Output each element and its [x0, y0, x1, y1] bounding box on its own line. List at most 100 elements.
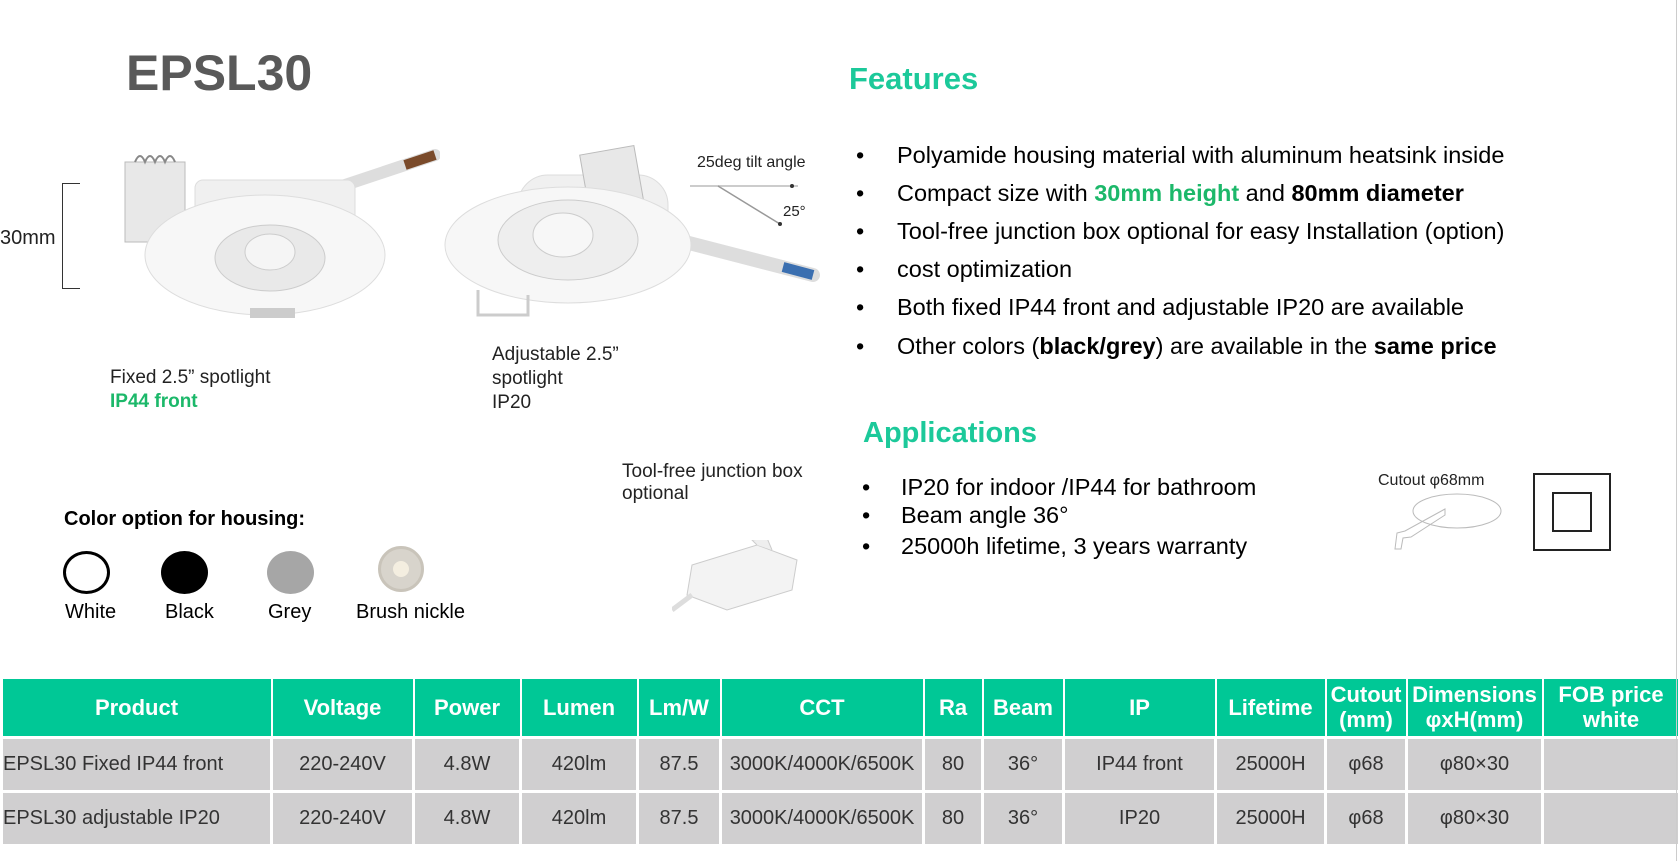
feature-text: Both fixed IP44 front and adjustable IP2…	[897, 294, 1464, 320]
color-swatch-black	[161, 551, 208, 594]
application-item: •IP20 for indoor /IP44 for bathroom	[862, 474, 1257, 500]
table-cell: EPSL30 adjustable IP20	[0, 789, 273, 847]
column-header: Ra	[922, 677, 984, 738]
table-cell: 25000H	[1214, 735, 1327, 793]
table-cell	[1541, 789, 1678, 847]
table-cell: 420lm	[519, 735, 639, 793]
table-cell: φ80×30	[1405, 735, 1544, 793]
feature-item: •Polyamide housing material with aluminu…	[856, 142, 1505, 168]
feature-text: Other colors (	[897, 333, 1040, 359]
color-label: Brush nickle	[356, 601, 465, 623]
column-header: Cutout (mm)	[1324, 677, 1408, 738]
column-header: Dimensions φxH(mm)	[1405, 677, 1544, 738]
table-cell: 36°	[981, 789, 1065, 847]
color-options-heading: Color option for housing:	[64, 508, 306, 530]
table-cell: IP20	[1062, 789, 1217, 847]
table-cell: 80	[922, 735, 984, 793]
feature-item: •cost optimization	[856, 256, 1073, 282]
color-swatch-white	[63, 551, 110, 594]
table-cell: 220-240V	[270, 735, 415, 793]
application-text: Beam angle 36°	[901, 502, 1069, 528]
feature-item: •Compact size with 30mm height and 80mm …	[856, 180, 1464, 206]
adjustable-caption-line: Adjustable 2.5”	[492, 344, 619, 365]
junction-box-image	[672, 540, 798, 612]
table-cell: 80	[922, 789, 984, 847]
feature-highlight: black/grey	[1039, 333, 1156, 359]
column-header: Product	[0, 677, 273, 738]
product-title: EPSL30	[126, 45, 313, 101]
color-label: White	[65, 601, 117, 623]
column-header: Voltage	[270, 677, 415, 738]
color-label: Black	[165, 601, 214, 623]
table-cell: 36°	[981, 735, 1065, 793]
height-label: 30mm	[0, 227, 56, 249]
feature-text: Polyamide housing material with aluminum…	[897, 142, 1505, 168]
feature-text: cost optimization	[897, 256, 1073, 282]
tilt-angle-label: 25deg tilt angle	[697, 154, 806, 171]
application-text: IP20 for indoor /IP44 for bathroom	[901, 474, 1257, 500]
table-cell: 87.5	[636, 735, 722, 793]
feature-highlight: 80mm diameter	[1291, 180, 1464, 206]
junction-caption-line: Tool-free junction box	[622, 461, 803, 482]
application-item: •Beam angle 36°	[862, 502, 1069, 528]
table-cell: 3000K/4000K/6500K	[719, 735, 925, 793]
feature-text: Compact size with	[897, 180, 1095, 206]
adjustable-spotlight-image	[444, 144, 820, 317]
application-text: 25000h lifetime, 3 years warranty	[901, 533, 1248, 559]
color-swatch-brush-nickle	[378, 546, 424, 592]
page-edge	[1676, 0, 1677, 861]
column-header: FOB price white	[1541, 677, 1678, 738]
ip-class-symbol	[1533, 473, 1611, 551]
table-cell: φ68	[1324, 735, 1408, 793]
table-cell: 87.5	[636, 789, 722, 847]
junction-caption-line: optional	[622, 483, 689, 504]
table-cell: 25000H	[1214, 789, 1327, 847]
cutout-diagram	[1394, 493, 1502, 550]
color-swatch-grey	[267, 551, 314, 594]
column-header: Lm/W	[636, 677, 722, 738]
adjustable-ip-label: IP20	[492, 392, 532, 413]
table-cell: 3000K/4000K/6500K	[719, 789, 925, 847]
feature-highlight: 30mm height	[1094, 180, 1240, 206]
table-cell: EPSL30 Fixed IP44 front	[0, 735, 273, 793]
feature-highlight: same price	[1373, 333, 1497, 359]
features-heading: Features	[849, 61, 979, 96]
column-header: Lumen	[519, 677, 639, 738]
fixed-ip-label: IP44 front	[110, 391, 198, 412]
table-cell: φ80×30	[1405, 789, 1544, 847]
color-label: Grey	[268, 601, 312, 623]
column-header: CCT	[719, 677, 925, 738]
table-cell: 4.8W	[412, 789, 522, 847]
fixed-caption-line: Fixed 2.5” spotlight	[110, 367, 271, 388]
feature-text: Tool-free junction box optional for easy…	[897, 218, 1505, 244]
column-header: Beam	[981, 677, 1065, 738]
feature-item: •Other colors (black/grey) are available…	[856, 333, 1497, 359]
fixed-spotlight-image	[124, 149, 440, 318]
adjustable-caption-line: spotlight	[492, 368, 563, 389]
column-header: IP	[1062, 677, 1217, 738]
feature-text: and	[1239, 180, 1292, 206]
application-item: •25000h lifetime, 3 years warranty	[862, 533, 1248, 559]
height-bracket	[62, 183, 80, 289]
table-cell: 4.8W	[412, 735, 522, 793]
table-cell: 220-240V	[270, 789, 415, 847]
table-cell: 420lm	[519, 789, 639, 847]
table-cell: φ68	[1324, 789, 1408, 847]
tilt-angle-diagram	[690, 184, 798, 226]
table-cell	[1541, 735, 1678, 793]
applications-heading: Applications	[863, 417, 1038, 449]
cutout-label: Cutout φ68mm	[1378, 472, 1485, 489]
column-header: Power	[412, 677, 522, 738]
column-header: Lifetime	[1214, 677, 1327, 738]
feature-text: ) are available in the	[1155, 333, 1374, 359]
table-cell: IP44 front	[1062, 735, 1217, 793]
feature-item: •Both fixed IP44 front and adjustable IP…	[856, 294, 1464, 320]
feature-item: •Tool-free junction box optional for eas…	[856, 218, 1505, 244]
